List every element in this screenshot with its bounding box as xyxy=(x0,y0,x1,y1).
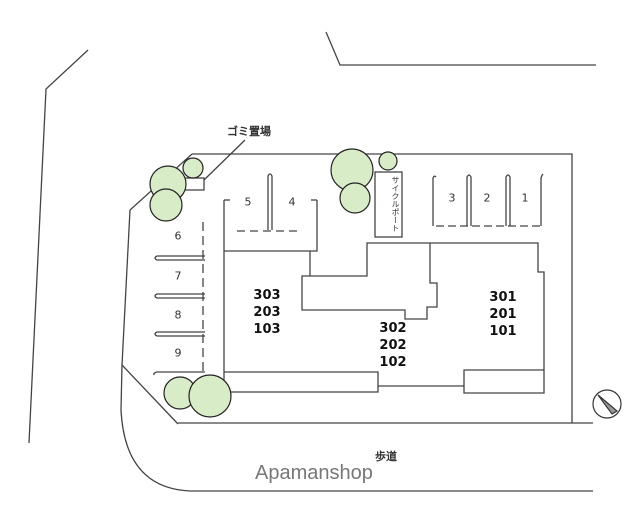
parking-space-2: 2 xyxy=(483,191,491,205)
road-edge-north xyxy=(325,31,596,66)
unit-number: 202 xyxy=(379,338,407,353)
parking-space-5: 5 xyxy=(244,195,252,209)
units-center: 302 202 102 xyxy=(379,320,406,371)
road-curve xyxy=(120,364,593,492)
watermark: Apamanshop xyxy=(255,462,373,484)
parking-space-3: 3 xyxy=(448,191,456,205)
building-outline xyxy=(223,200,545,394)
unit-number: 303 xyxy=(253,288,281,303)
parking-space-7: 7 xyxy=(174,269,182,283)
tree-icon xyxy=(149,148,398,418)
unit-number: 301 xyxy=(489,290,517,305)
garbage-label: ゴミ置場 xyxy=(227,125,271,138)
parking-space-6: 6 xyxy=(174,229,182,243)
north-arrow-icon xyxy=(592,389,622,419)
cycle-port xyxy=(374,171,403,238)
unit-number: 102 xyxy=(379,355,407,370)
unit-number: 203 xyxy=(253,305,281,320)
unit-number: 101 xyxy=(489,324,517,339)
unit-number: 201 xyxy=(489,307,517,322)
parking-space-4: 4 xyxy=(288,195,296,209)
parking-space-8: 8 xyxy=(174,308,182,322)
unit-number: 103 xyxy=(253,322,281,337)
garbage-leader xyxy=(203,139,246,181)
parking-space-9: 9 xyxy=(174,346,182,360)
unit-number: 302 xyxy=(379,321,407,336)
cycle-port-label: サイクルポート xyxy=(391,176,400,232)
units-west: 303 203 103 xyxy=(253,287,280,338)
parking-space-1: 1 xyxy=(521,191,529,205)
road-edge-west xyxy=(28,49,89,444)
sidewalk-label: 歩道 xyxy=(375,450,397,463)
units-east: 301 201 101 xyxy=(489,289,516,340)
